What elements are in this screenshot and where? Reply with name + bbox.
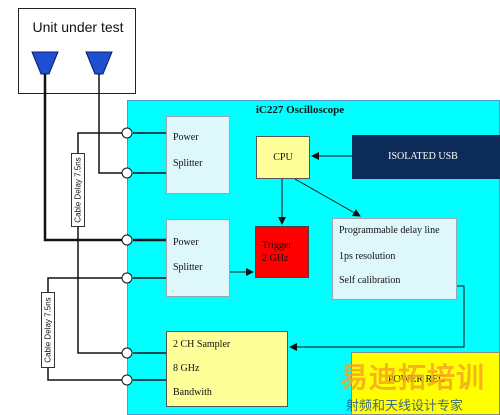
wire-delay1-down (77, 227, 127, 354)
sampler-block: 2 CH Sampler 8 GHz Bandwith (166, 331, 288, 407)
connector-6 (121, 374, 133, 386)
connector-3 (121, 234, 133, 246)
power-splitter-1-line1: Power (173, 132, 199, 143)
wire-delay1-top (77, 132, 127, 153)
oscilloscope-title: iC227 Oscilloscope (255, 104, 345, 116)
cable-delay-1: Cable Delay 7.5ns (71, 153, 85, 227)
sampler-line3: Bandwith (173, 387, 212, 398)
probe-left (31, 51, 59, 75)
delay-line-line2: 1ps resolution (339, 251, 396, 262)
trigger-line1: Trigger (262, 240, 292, 251)
trigger-line2: 2 GHz (262, 253, 289, 264)
power-splitter-1: Power Splitter (166, 116, 230, 194)
watermark-main: 易迪拓培训 (340, 362, 486, 393)
power-reg-label: POWER REG (388, 374, 446, 385)
wire-left-probe (43, 74, 127, 242)
isolated-usb-block: ISOLATED USB (352, 135, 500, 179)
power-splitter-2-line2: Splitter (173, 262, 203, 273)
wire-right-probe (98, 74, 127, 174)
sampler-line2: 8 GHz (173, 363, 200, 374)
cable-delay-2: Cable Delay 7.5ns (41, 292, 55, 368)
power-splitter-2-line1: Power (173, 237, 199, 248)
connector-2 (121, 167, 133, 179)
sampler-line1: 2 CH Sampler (173, 339, 231, 350)
connector-5 (121, 347, 133, 359)
trigger-block: Trigger 2 GHz (255, 226, 309, 278)
delay-line-line3: Self calibration (339, 275, 401, 286)
arrow-delay-to-sampler (289, 285, 465, 351)
delay-line-block: Programmable delay line 1ps resolution S… (332, 218, 457, 300)
power-reg-block: POWER REG (351, 352, 500, 415)
power-splitter-2: Power Splitter (166, 219, 230, 297)
unit-under-test-box: Unit under test (18, 8, 136, 94)
cpu-block: CPU (256, 136, 310, 179)
isolated-usb-label: ISOLATED USB (388, 151, 458, 162)
delay-line-line1: Programmable delay line (339, 225, 440, 236)
cpu-label: CPU (273, 152, 293, 163)
cable-delay-2-label: Cable Delay 7.5ns (43, 297, 53, 363)
connector-1 (121, 127, 133, 139)
cable-delay-1-label: Cable Delay 7.5ns (73, 157, 83, 223)
unit-under-test-title: Unit under test (32, 19, 124, 35)
wire-delay2-top (47, 277, 127, 292)
connector-4 (121, 272, 133, 284)
arrow-cpu-to-delay (294, 178, 361, 217)
watermark-sub: 射频和天线设计专家 (346, 398, 464, 413)
power-splitter-1-line2: Splitter (173, 158, 203, 169)
wire-delay2-down (47, 368, 127, 381)
probe-right (85, 51, 113, 75)
